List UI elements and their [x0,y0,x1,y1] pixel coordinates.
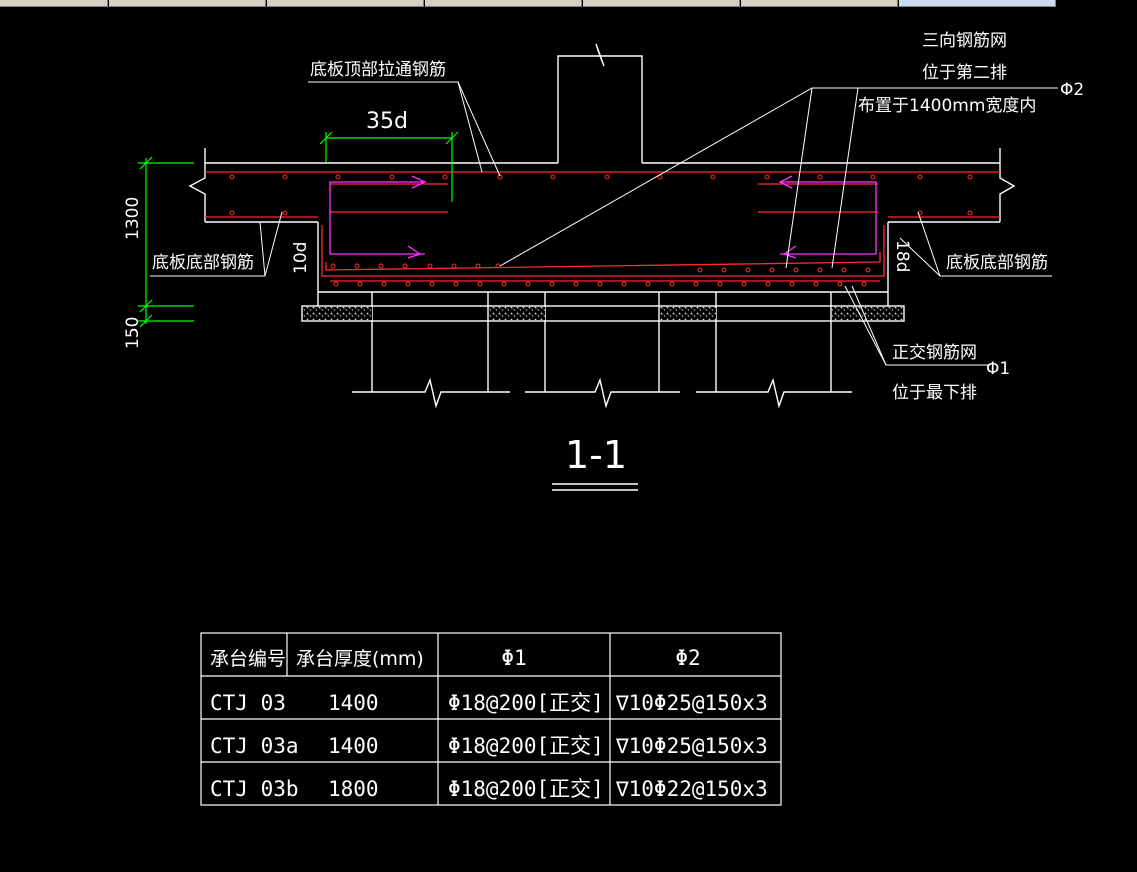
table-header-id: 承台编号 [210,648,286,670]
dimension-lines [138,131,459,328]
table-row: CTJ 03 1400 Φ18@200[正交] ∇10Φ25@150x3 [210,691,768,715]
table-cell-phi2: ∇10Φ25@150x3 [615,734,768,758]
file-tab-active[interactable] [899,0,1056,7]
table-cell-id: CTJ 03b [210,777,299,801]
bottom-rebar-left-label: 底板底部钢筋 [152,253,254,273]
table-row: CTJ 03b 1800 Φ18@200[正交] ∇10Φ22@150x3 [210,777,768,801]
table-cell-phi1: Φ18@200[正交] [448,777,604,801]
leader-lines [150,81,1058,366]
file-tab[interactable] [109,0,266,7]
table-header-phi2: Φ2 [675,646,700,670]
file-tab[interactable] [583,0,740,7]
section-title: 1-1 [565,433,627,477]
table-row: CTJ 03a 1400 Φ18@200[正交] ∇10Φ25@150x3 [210,734,768,758]
table-cell-phi2: ∇10Φ25@150x3 [615,691,768,715]
bedding-layer [301,305,905,322]
bottom-rebar-right-label: 底板底部钢筋 [946,253,1048,273]
bedding-hatch [303,307,903,320]
table-cell-id: CTJ 03 [210,691,286,715]
pile-cap-schedule-table: 承台编号 承台厚度(mm) Φ1 Φ2 CTJ 03 1400 Φ18@200[… [200,632,782,806]
dim-10d-label: 10d [291,242,311,274]
anchor-length-label: 35d [366,109,408,134]
dim-1300-label: 1300 [123,197,143,240]
file-tab-bar [0,0,1137,8]
table-cell-phi1: Φ18@200[正交] [448,691,604,715]
table-header-thickness: 承台厚度(mm) [296,648,424,670]
annotation-labels: 底板顶部拉通钢筋 35d 三向钢筋网 位于第二排 布置于1400mm宽度内 Φ2… [123,31,1084,477]
phi1-tag: Φ1 [986,359,1010,379]
table-cell-phi2: ∇10Φ22@150x3 [615,777,768,801]
section-title-underline [552,483,638,491]
three-way-mesh-label-2: 位于第二排 [922,63,1007,83]
file-tab[interactable] [0,0,108,7]
stirrups [329,175,877,259]
table-cell-thickness: 1800 [328,777,379,801]
file-tab[interactable] [425,0,582,7]
dim-150-label: 150 [123,317,143,349]
rebar-dots [229,174,973,287]
table-header-phi1: Φ1 [501,646,526,670]
file-tab[interactable] [267,0,424,7]
dim-18d-label: 18d [892,240,912,272]
file-tab[interactable] [741,0,898,7]
phi2-tag: Φ2 [1060,80,1084,100]
table-cell-id: CTJ 03a [210,734,299,758]
ortho-mesh-label-2: 位于最下排 [892,383,977,403]
column-stub [557,43,643,163]
table-cell-thickness: 1400 [328,691,379,715]
table-cell-thickness: 1400 [328,734,379,758]
ortho-mesh-label-1: 正交钢筋网 [892,343,977,363]
rebar-lines [205,171,1000,282]
table-cell-phi1: Φ18@200[正交] [448,734,604,758]
top-rebar-label: 底板顶部拉通钢筋 [310,60,446,80]
three-way-mesh-label-1: 三向钢筋网 [922,31,1007,51]
three-way-mesh-label-3: 布置于1400mm宽度内 [858,96,1036,116]
